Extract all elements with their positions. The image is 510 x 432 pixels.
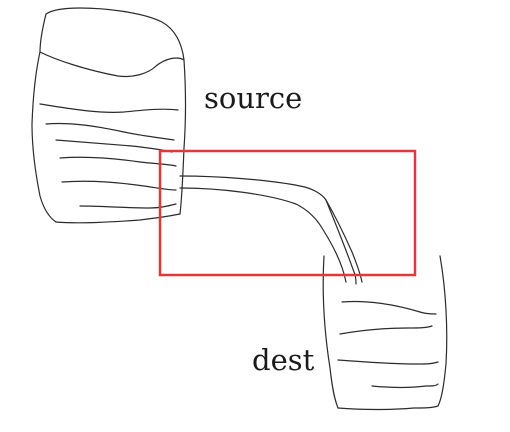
pipe-lower-wall — [179, 187, 347, 283]
source-right-wall — [179, 59, 187, 215]
source-lid — [39, 7, 185, 78]
source-label: source — [204, 81, 303, 115]
source-liquid-line-6 — [79, 203, 177, 209]
source-container — [31, 7, 187, 224]
dest-liquid-line-4 — [371, 383, 439, 389]
source-liquid-line-3 — [55, 139, 173, 153]
pipe-upper-wall — [179, 175, 363, 283]
dest-label: dest — [252, 343, 315, 377]
source-liquid-line-5 — [61, 180, 177, 191]
dest-liquid-line-1 — [341, 300, 437, 315]
dest-liquid-line-3 — [337, 359, 439, 365]
pipe — [179, 175, 363, 285]
source-bottom — [55, 213, 181, 224]
highlight-box — [158, 149, 417, 277]
pipe-inner-line — [325, 199, 357, 285]
dest-container — [322, 255, 448, 411]
source-left-wall — [31, 51, 57, 223]
source-liquid-line-4 — [59, 156, 177, 167]
dest-liquid-line-2 — [339, 325, 433, 335]
source-liquid-line-1 — [39, 103, 179, 113]
dest-right-wall — [437, 255, 448, 407]
dest-left-wall — [322, 255, 339, 409]
dest-bottom — [337, 405, 439, 411]
source-liquid-line-2 — [45, 122, 175, 141]
